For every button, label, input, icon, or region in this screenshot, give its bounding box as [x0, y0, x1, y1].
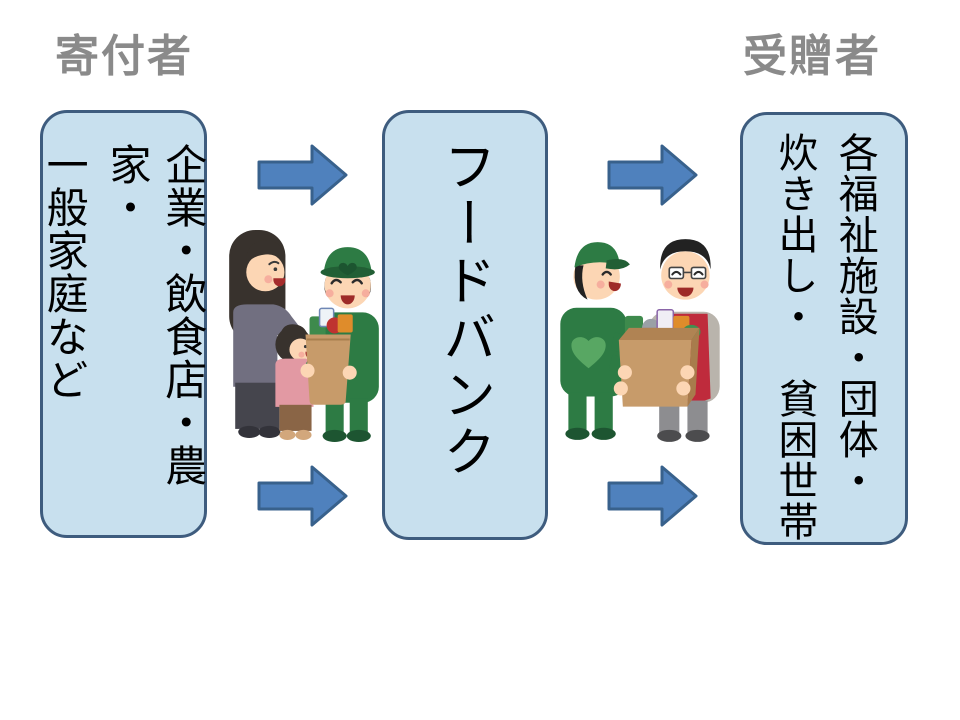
food-box — [613, 309, 701, 407]
recipient-box: 各福祉施設・団体・ 炊き出し・ 貧困世帯 — [740, 112, 908, 545]
flow-arrow-donor-top — [257, 144, 348, 206]
recipient-box-column-1: 各福祉施設・団体・ — [832, 132, 877, 501]
donor-box-column-2: 一般家庭など — [41, 143, 89, 401]
donor-box-text: 企業・飲食店・農家・ 一般家庭など — [29, 113, 218, 535]
delivery-illustration — [560, 239, 720, 442]
donor-box-column-1: 企業・飲食店・農家・ — [103, 143, 207, 487]
foodbank-box: フードバンク — [382, 110, 548, 540]
recipient-title: 受贈者 — [743, 32, 881, 81]
foodbank-label: フードバンク — [435, 139, 495, 481]
donor-title: 寄付者 — [55, 32, 193, 81]
flow-arrow-recipient-top — [607, 144, 698, 206]
recipient-box-column-2: 炊き出し・ 貧困世帯 — [772, 132, 817, 542]
flow-arrow-recipient-bottom — [607, 465, 698, 527]
recipient-box-text: 各福祉施設・団体・ 炊き出し・ 貧困世帯 — [760, 115, 887, 542]
donation-illustration — [229, 230, 379, 442]
flow-arrow-donor-bottom — [257, 465, 348, 527]
donor-box: 企業・飲食店・農家・ 一般家庭など — [40, 110, 207, 538]
grocery-bag — [300, 307, 357, 405]
